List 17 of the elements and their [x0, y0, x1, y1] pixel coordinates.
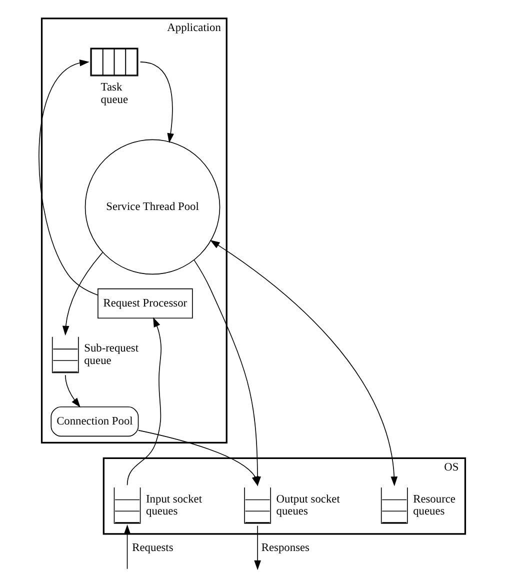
- node-box: Request Processor: [97, 288, 192, 319]
- edge-label: Requests: [132, 542, 173, 554]
- node-text: Resource queues: [412, 493, 455, 518]
- node-text: Input socket queues: [146, 493, 202, 518]
- arrow: [139, 62, 174, 144]
- node-text: Sub-request queue: [84, 342, 138, 367]
- arrow: [38, 60, 98, 296]
- arrow: [62, 252, 102, 336]
- arrow: [126, 317, 161, 486]
- arrow: [137, 430, 258, 486]
- edge-label: Responses: [260, 542, 310, 554]
- arrow: [64, 374, 80, 408]
- arrow: [254, 525, 260, 570]
- node-text: Output socket queues: [276, 493, 340, 518]
- arrow: [123, 524, 130, 570]
- node-label: Task queue: [100, 82, 128, 106]
- node-box: Connection Pool: [50, 406, 138, 437]
